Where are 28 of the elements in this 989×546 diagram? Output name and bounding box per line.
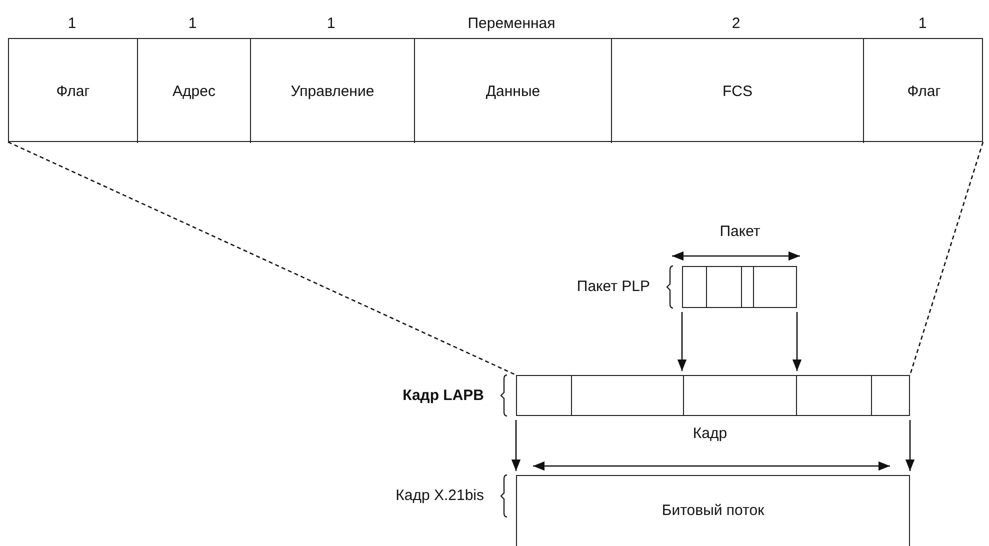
field-label: Битовый поток <box>662 502 764 519</box>
frame-bar <box>682 266 797 308</box>
dashed-line <box>909 142 984 376</box>
field-label: Флаг <box>907 82 941 100</box>
span-label: Пакет <box>720 223 760 240</box>
arrow <box>677 312 687 371</box>
size-label: 1 <box>918 15 927 32</box>
dashed-line <box>8 141 516 376</box>
arrow <box>792 312 802 371</box>
arrow <box>511 420 521 471</box>
field-label: Управление <box>290 82 374 100</box>
layer-label: Кадр X.21bis <box>396 487 484 504</box>
arrow <box>905 420 915 471</box>
size-label: 1 <box>68 15 76 32</box>
frame-bar <box>8 38 983 142</box>
field-label: Адрес <box>172 82 216 100</box>
field-label: FCS <box>722 82 752 100</box>
frame-box <box>516 475 910 546</box>
layer-label: Пакет PLP <box>576 278 650 295</box>
size-label: Переменная <box>468 15 556 32</box>
frame-bar <box>516 375 910 416</box>
size-label: 1 <box>326 15 336 32</box>
size-label: 2 <box>732 15 740 32</box>
layer-label: Кадр LAPB <box>402 386 484 404</box>
field-label: Данные <box>486 82 540 100</box>
size-label: 1 <box>188 15 197 32</box>
field-label: Флаг <box>56 82 90 100</box>
span-label: Кадр <box>692 425 728 442</box>
